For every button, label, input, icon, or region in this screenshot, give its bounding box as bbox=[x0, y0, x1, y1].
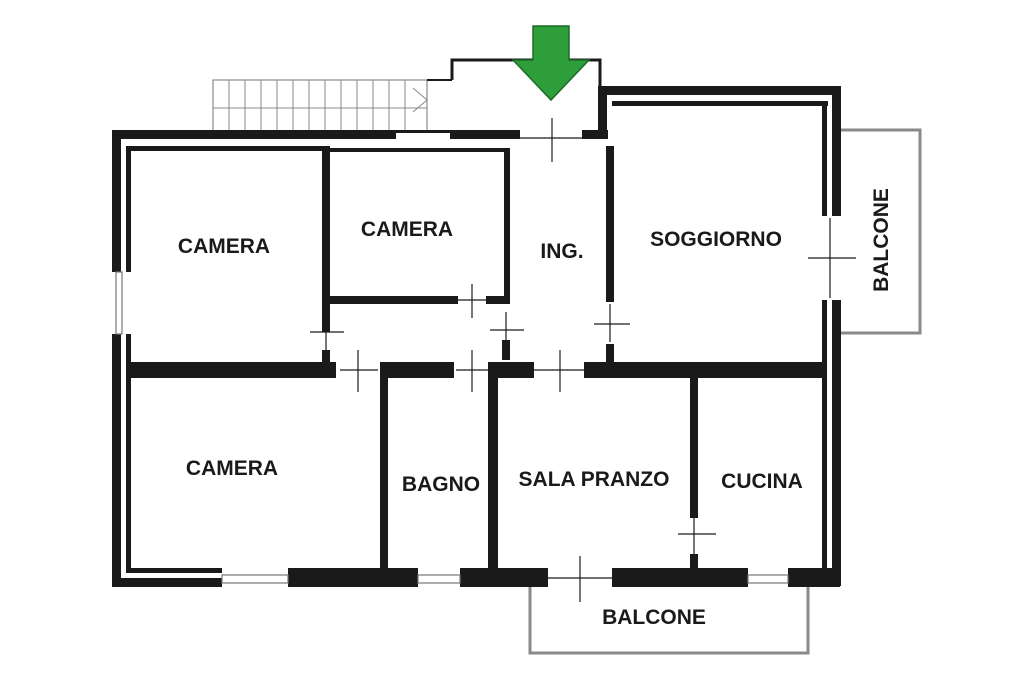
balcony-right-outline bbox=[838, 128, 922, 335]
room-label-cucina: CUCINA bbox=[721, 470, 803, 493]
room-label-sala-pranzo: SALA PRANZO bbox=[519, 468, 670, 491]
room-label-ingresso: ING. bbox=[540, 240, 583, 263]
door-swing-icon bbox=[310, 118, 856, 602]
stairs-icon bbox=[212, 79, 428, 133]
interior-walls bbox=[128, 146, 824, 572]
room-label-camera-bottom-left: CAMERA bbox=[186, 457, 278, 480]
room-label-camera-top-middle: CAMERA bbox=[361, 218, 453, 241]
exterior-walls bbox=[112, 86, 841, 587]
balcony-bottom-outline bbox=[528, 585, 810, 655]
room-label-balcone-right: BALCONE bbox=[870, 188, 893, 292]
room-label-camera-top-left: CAMERA bbox=[178, 235, 270, 258]
room-label-soggiorno: SOGGIORNO bbox=[650, 228, 782, 251]
room-label-balcone-bottom: BALCONE bbox=[602, 606, 706, 629]
room-label-bagno: BAGNO bbox=[402, 473, 480, 496]
entrance-arrow-icon bbox=[511, 25, 591, 102]
